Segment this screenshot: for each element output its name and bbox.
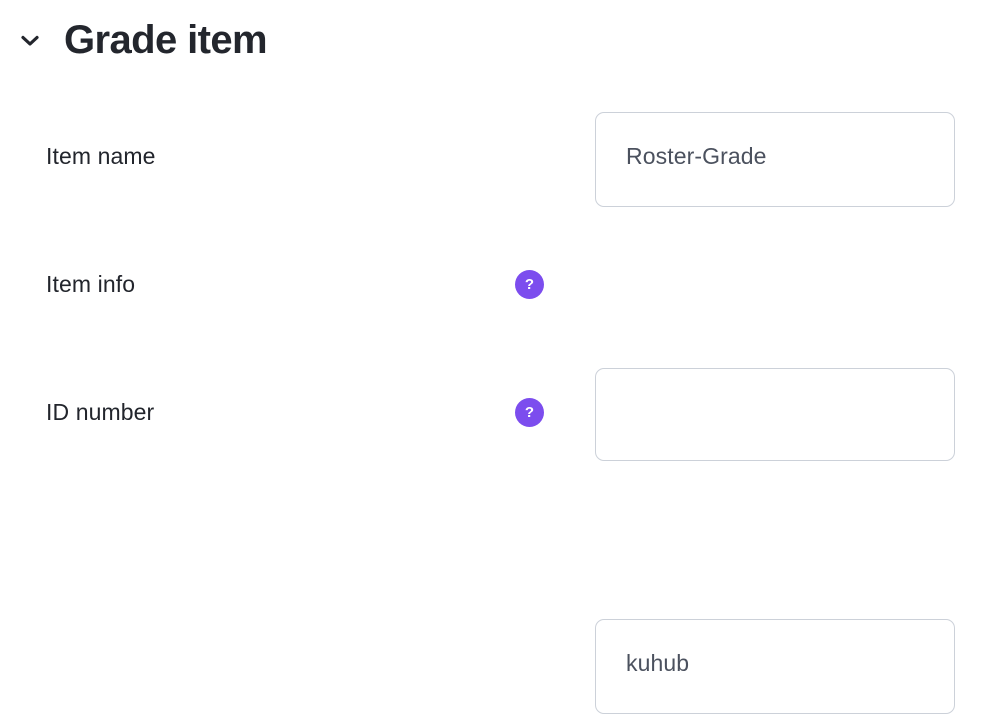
grade-item-form: Item name Roster-Grade Item info ? ID nu… [0,112,996,714]
label-item-name: Item name [46,143,156,169]
form-row-item-info: Item info ? [0,240,996,461]
label-id-number: ID number [46,399,155,425]
id-number-input[interactable]: kuhub [626,650,690,676]
label-item-info: Item info [46,271,136,297]
item-info-field[interactable] [595,368,955,461]
help-icon-id-number[interactable]: ? [515,398,544,427]
form-row-item-name: Item name Roster-Grade [0,112,996,240]
page-title: Grade item [64,18,268,62]
chevron-down-icon[interactable] [12,22,48,58]
item-name-input[interactable]: Roster-Grade [626,143,767,169]
grade-item-section-header[interactable]: Grade item [0,18,268,62]
grade-item-form-page: Grade item Item name Roster-Grade Item i… [0,18,996,714]
item-name-field[interactable]: Roster-Grade [595,112,955,207]
id-number-field[interactable]: kuhub [595,619,955,714]
form-row-id-number: ID number ? kuhub [0,368,996,714]
help-icon-item-info[interactable]: ? [515,270,544,299]
